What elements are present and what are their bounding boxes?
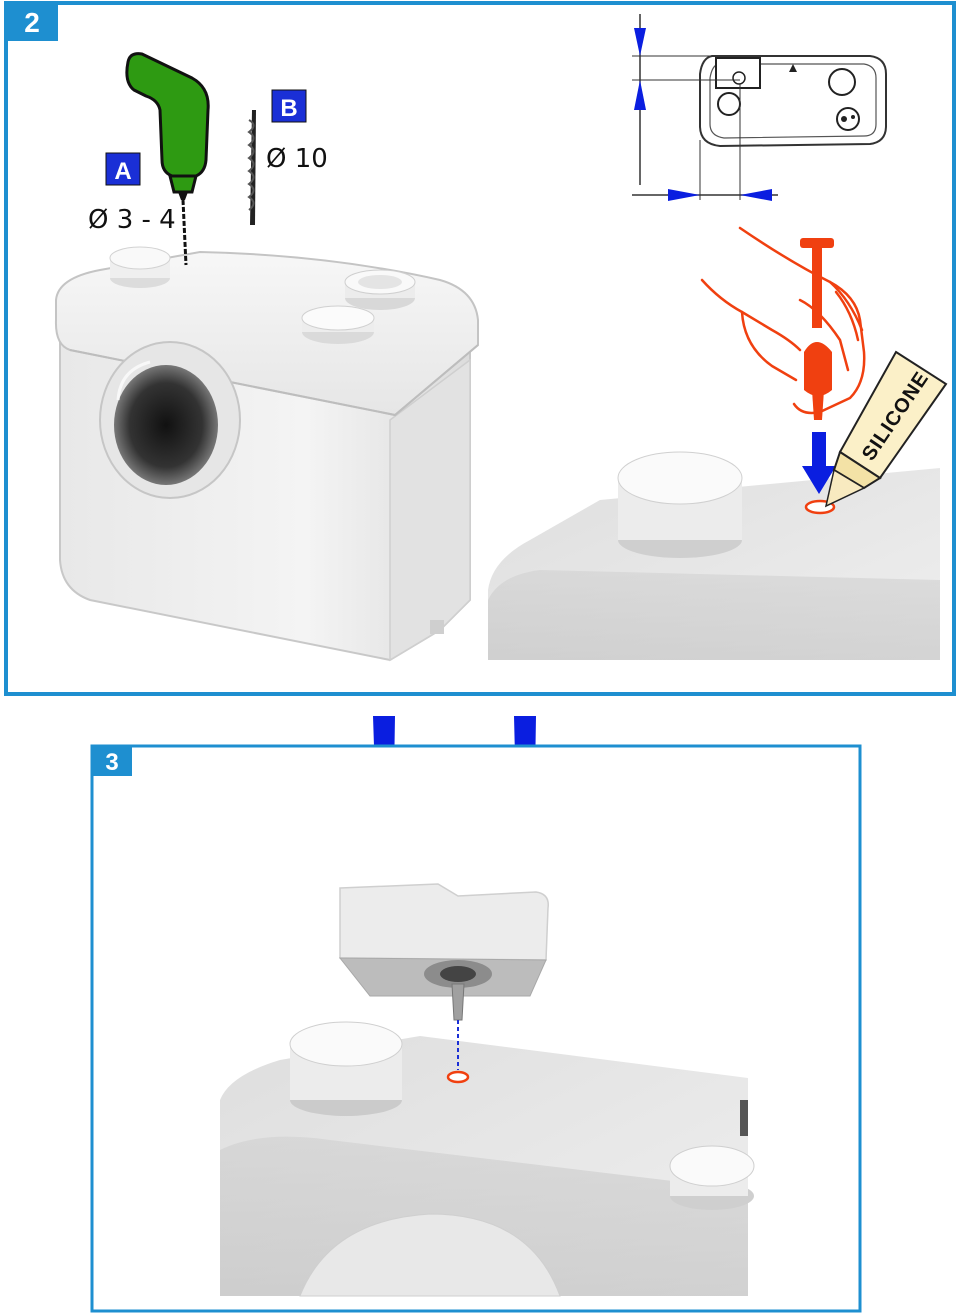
cover-piece bbox=[338, 883, 549, 1070]
panel-step-3: 3 bbox=[90, 744, 862, 1313]
step-2-number: 2 bbox=[24, 7, 40, 38]
label-a: A bbox=[114, 158, 131, 185]
label-a-badge bbox=[105, 152, 141, 186]
dimension-drawing bbox=[632, 14, 887, 201]
label-b: B bbox=[280, 95, 297, 122]
label-b-badge bbox=[271, 89, 307, 123]
down-arrow-icon bbox=[802, 432, 836, 494]
plug-icon bbox=[800, 238, 834, 420]
macerator-unit bbox=[54, 246, 479, 662]
sealing-point bbox=[446, 1070, 470, 1084]
step-2-badge bbox=[6, 3, 58, 41]
drill-icon bbox=[125, 52, 210, 266]
drill-a-size: Ø 3 - 4 bbox=[88, 205, 176, 235]
drill-bit-icon bbox=[247, 110, 256, 225]
zoomed-lid bbox=[220, 1021, 755, 1297]
zoomed-lid bbox=[488, 451, 940, 660]
panel-step-2: 2 bbox=[4, 1, 956, 696]
step-3-number: 3 bbox=[105, 749, 118, 776]
step-3-badge bbox=[92, 746, 132, 776]
silicone-tube-icon: SILICONE bbox=[824, 350, 948, 508]
drill-b-size: Ø 10 bbox=[266, 144, 328, 174]
